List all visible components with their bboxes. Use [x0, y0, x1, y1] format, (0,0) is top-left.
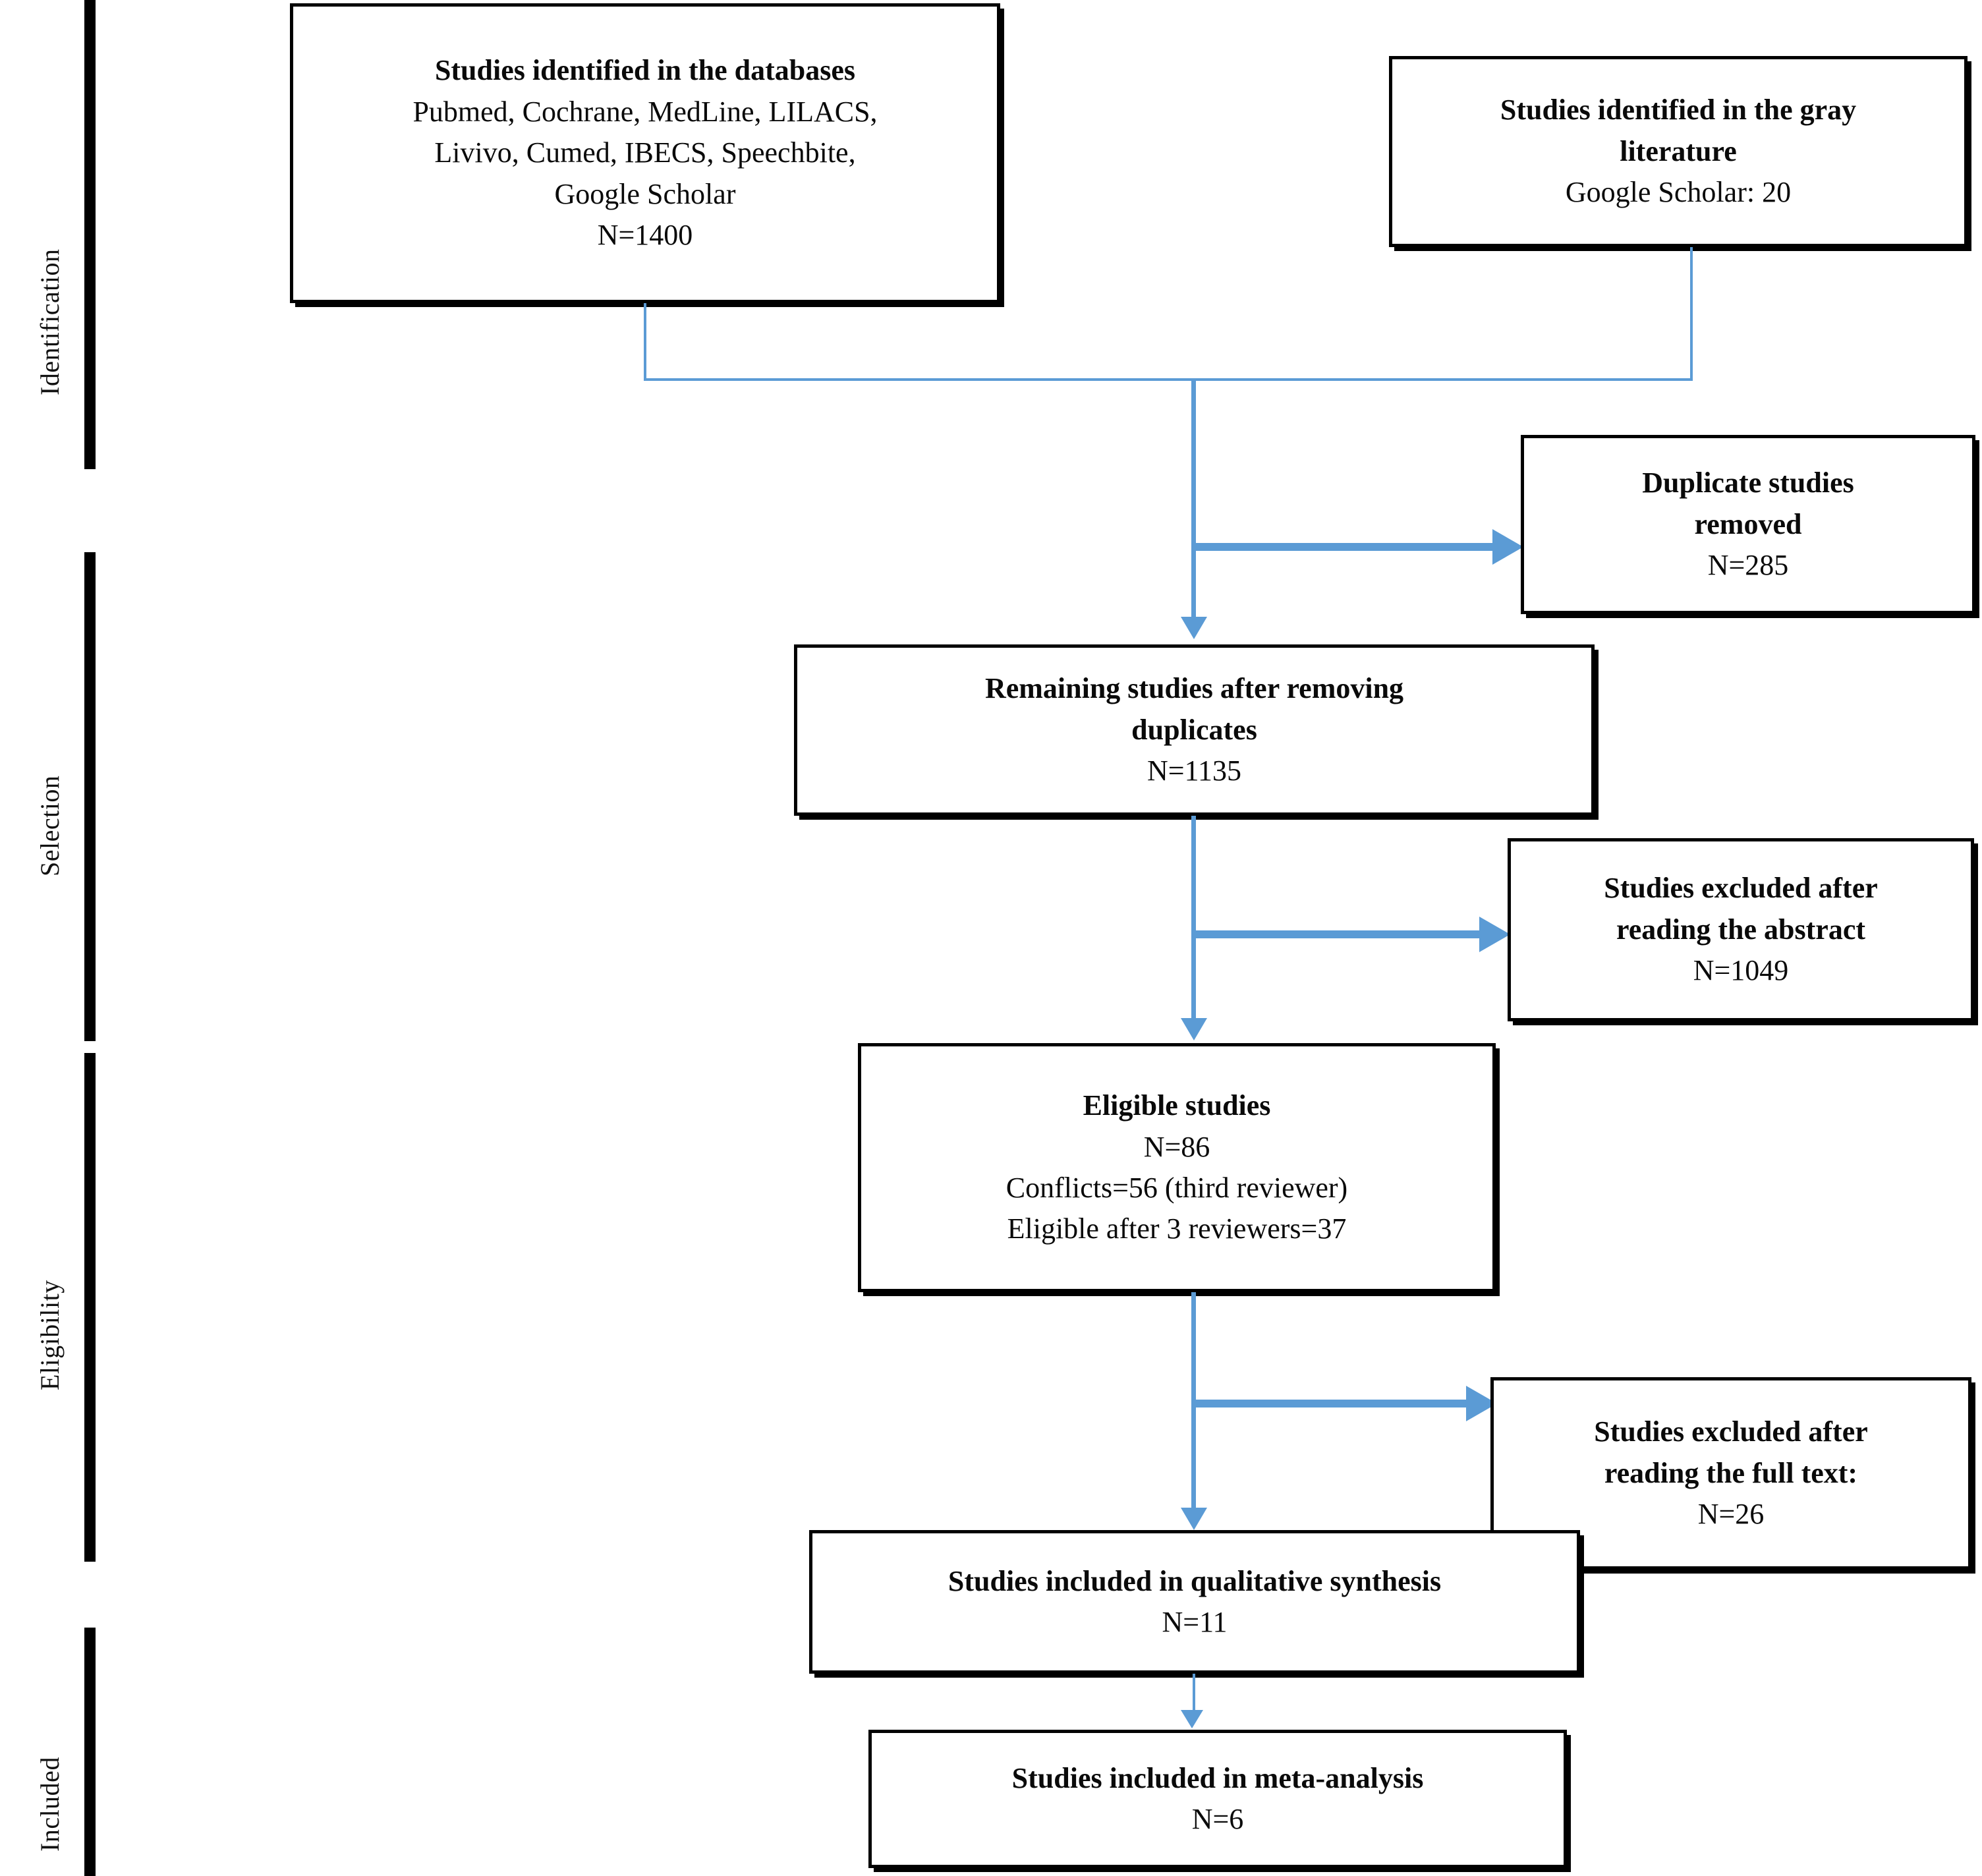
node-gray-literature-line-2: literature [1620, 134, 1737, 167]
connector-databases-stem [644, 303, 646, 381]
node-databases-line-1: Studies identified in the databases [434, 54, 856, 87]
arrow-remaining-to-eligible-shaft [1191, 816, 1196, 1020]
node-eligible-line-3: Conflicts=56 (third reviewer) [1005, 1172, 1348, 1204]
node-databases-line-3: Livivo, Cumed, IBECS, Speechbite, [434, 136, 856, 169]
stage-bar-identification [84, 0, 96, 469]
node-excluded-abstract-line-1: Studies excluded after [1604, 872, 1878, 905]
node-included-meta-analysis: Studies included in meta-analysis N=6 [868, 1730, 1567, 1868]
node-excluded-abstract-line-3: N=1049 [1693, 954, 1789, 987]
node-qualitative-line-1: Studies included in qualitative synthesi… [948, 1564, 1442, 1597]
node-duplicate-studies-removed: Duplicate studies removed N=285 [1521, 435, 1975, 614]
node-remaining-line-1: Remaining studies after removing [984, 672, 1404, 705]
node-duplicates-line-1: Duplicate studies [1642, 467, 1854, 499]
arrow-to-excluded-fulltext-shaft [1193, 1400, 1470, 1407]
node-gray-literature-line-1: Studies identified in the gray [1500, 94, 1857, 127]
node-duplicates-line-2: removed [1694, 507, 1802, 540]
stage-label-selection: Selection [35, 775, 65, 876]
node-databases-line-2: Pubmed, Cochrane, MedLine, LILACS, [412, 95, 878, 128]
node-eligible-studies: Eligible studies N=86 Conflicts=56 (thir… [858, 1043, 1496, 1292]
node-databases-line-4: Google Scholar [554, 177, 736, 210]
node-included-qualitative-synthesis: Studies included in qualitative synthesi… [809, 1530, 1580, 1674]
node-excluded-fulltext-line-2: reading the full text: [1604, 1456, 1858, 1489]
node-qualitative-line-2: N=11 [1162, 1606, 1228, 1638]
arrow-remaining-to-eligible-head [1181, 1018, 1207, 1040]
node-remaining-line-3: N=1135 [1147, 754, 1241, 787]
node-excluded-after-abstract: Studies excluded after reading the abstr… [1508, 838, 1974, 1021]
arrow-to-duplicates-shaft [1193, 543, 1496, 551]
arrow-to-excluded-abstract-head [1479, 917, 1510, 952]
arrow-to-duplicates-head [1492, 529, 1523, 565]
node-eligible-line-1: Eligible studies [1083, 1089, 1271, 1122]
node-gray-literature-line-3: Google Scholar: 20 [1565, 176, 1792, 209]
stage-bar-selection [84, 552, 96, 1041]
node-gray-literature-identified: Studies identified in the gray literatur… [1389, 56, 1968, 247]
stage-label-eligibility: Eligibility [35, 1280, 65, 1390]
stage-bar-eligibility [84, 1053, 96, 1562]
stage-label-identification: Identification [35, 248, 65, 395]
node-databases-line-5: N=1400 [597, 219, 693, 252]
node-meta-line-2: N=6 [1191, 1803, 1244, 1835]
node-remaining-line-2: duplicates [1131, 713, 1257, 746]
arrow-qualitative-to-meta-head [1181, 1710, 1203, 1728]
arrow-merge-to-remaining-head [1181, 617, 1207, 639]
node-meta-line-1: Studies included in meta-analysis [1011, 1761, 1424, 1794]
node-remaining-after-duplicates: Remaining studies after removing duplica… [794, 644, 1595, 816]
arrow-merge-to-remaining-shaft [1191, 378, 1196, 621]
stage-label-included: Included [35, 1757, 65, 1852]
stage-bar-included [84, 1628, 96, 1876]
arrow-qualitative-to-meta-shaft [1193, 1674, 1195, 1715]
node-eligible-line-4: Eligible after 3 reviewers=37 [1007, 1212, 1347, 1245]
node-excluded-fulltext-line-3: N=26 [1697, 1498, 1765, 1531]
arrow-to-excluded-abstract-shaft [1193, 930, 1483, 938]
node-duplicates-line-3: N=285 [1707, 549, 1789, 582]
connector-gray-literature-stem [1690, 247, 1693, 381]
node-excluded-fulltext-line-1: Studies excluded after [1594, 1415, 1868, 1448]
arrow-eligible-to-qualitative-head [1181, 1508, 1207, 1530]
node-excluded-abstract-line-2: reading the abstract [1616, 913, 1866, 946]
node-eligible-line-2: N=86 [1143, 1130, 1210, 1163]
node-databases-identified: Studies identified in the databases Pubm… [290, 3, 1000, 303]
connector-merge-bus [644, 378, 1693, 381]
